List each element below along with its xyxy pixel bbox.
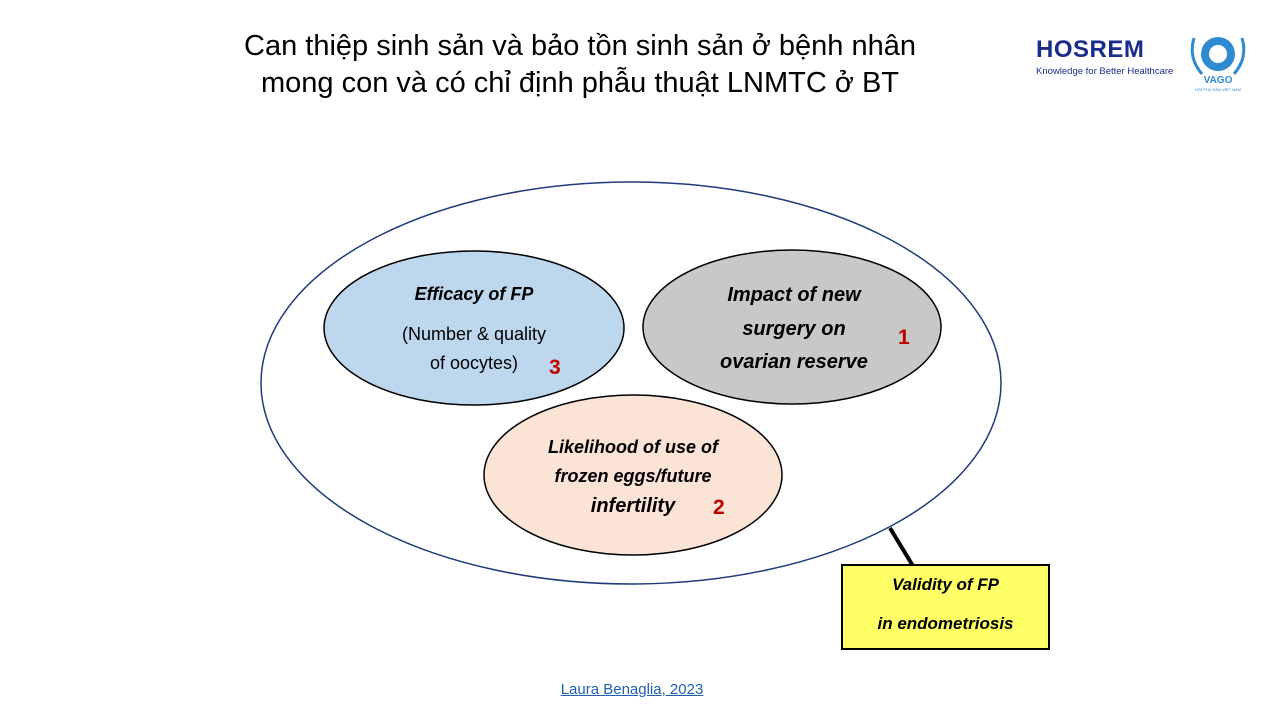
vago-text: VAGO [1204, 75, 1233, 86]
impact-line-2: surgery on [742, 318, 846, 340]
efficacy-heading: Efficacy of FP [414, 284, 534, 304]
efficacy-line-1: (Number & quality [401, 324, 547, 344]
efficacy-rank: 3 [549, 356, 561, 379]
impact-ellipse [642, 249, 942, 405]
efficacy-ellipse [323, 250, 625, 406]
hosrem-logo: HOSREM [1036, 36, 1145, 63]
likelihood-rank: 2 [713, 496, 725, 519]
likelihood-line-2: frozen eggs/future [554, 466, 712, 486]
hosrem-tagline: Knowledge for Better Healthcare [1036, 66, 1174, 77]
vago-subtext: HỘI PHỤ SẢN VIỆT NAM [1195, 87, 1241, 92]
validity-line-2: in endometriosis [877, 614, 1014, 633]
validity-box [841, 564, 1050, 650]
impact-rank: 1 [898, 326, 910, 349]
connector-line [888, 526, 915, 568]
citation-link[interactable]: Laura Benaglia, 2023 [560, 681, 704, 698]
likelihood-ellipse [483, 394, 783, 556]
efficacy-line-2: of oocytes) [429, 353, 519, 373]
likelihood-line-3: infertility [590, 495, 676, 517]
impact-line-1: Impact of new [727, 284, 861, 306]
vago-logo: VAGO HỘI PHỤ SẢN VIỆT NAM [1186, 28, 1250, 92]
slide-title: Can thiệp sinh sản và bảo tồn sinh sản ở… [180, 28, 980, 102]
title-line-1: Can thiệp sinh sản và bảo tồn sinh sản ở… [244, 30, 916, 62]
title-line-2: mong con và có chỉ định phẫu thuật LNMTC… [261, 67, 899, 99]
validity-line-1: Validity of FP [891, 575, 1000, 594]
likelihood-line-1: Likelihood of use of [548, 437, 718, 457]
impact-line-3: ovarian reserve [720, 351, 868, 373]
